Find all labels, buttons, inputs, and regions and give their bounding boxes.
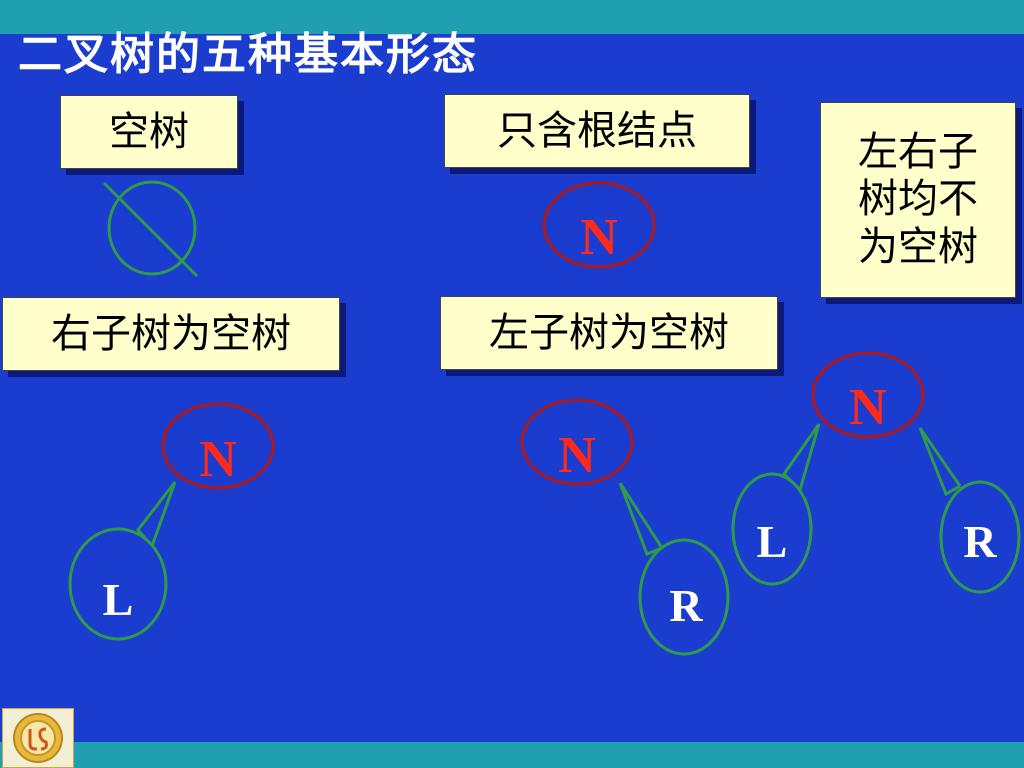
label-root-only: 只含根结点	[444, 94, 750, 168]
label-right-empty: 右子树为空树	[2, 297, 340, 371]
school-logo	[2, 708, 74, 768]
tree-right-empty-root	[161, 402, 275, 490]
edge-n-r-right-b	[618, 482, 664, 549]
tree-both-root	[811, 351, 925, 439]
tree-left-empty-root	[520, 398, 634, 486]
tree-right-empty-root-label: N	[199, 431, 237, 488]
empty-set-icon	[102, 180, 199, 278]
slide-title: 二叉树的五种基本形态	[18, 29, 478, 80]
label-both-subtrees-line-3: 为空树	[858, 223, 978, 270]
root-only-node-label: N	[580, 209, 618, 266]
root-only-node: N	[542, 181, 656, 269]
tree-left-empty-root-label: N	[558, 427, 596, 484]
top-band	[0, 0, 1024, 34]
edge-full-right-b	[918, 427, 962, 487]
tree-both-subtrees: N L R	[731, 351, 1021, 594]
label-both-subtrees: 左右子 树均不 为空树	[820, 102, 1016, 298]
tree-both-left-child	[731, 472, 813, 586]
tree-both-right-child	[939, 480, 1021, 594]
tree-right-empty: N L	[68, 402, 275, 641]
label-empty-tree: 空树	[60, 95, 238, 169]
tree-left-empty: N R	[520, 398, 730, 656]
label-both-subtrees-line-1: 左右子	[858, 129, 978, 176]
bottom-band	[0, 742, 1024, 768]
edge-full-left-b	[798, 423, 821, 491]
tree-right-empty-left-child	[68, 527, 168, 641]
tree-right-empty-left-label: L	[103, 574, 134, 625]
label-left-empty: 左子树为空树	[440, 296, 778, 370]
tree-left-empty-right-child	[638, 538, 730, 656]
tree-both-left-label: L	[757, 516, 788, 567]
tree-left-empty-right-label: R	[669, 580, 703, 631]
tree-both-right-label: R	[963, 516, 997, 567]
label-both-subtrees-line-2: 树均不	[858, 176, 978, 223]
edge-n-l-left-b	[150, 481, 177, 547]
edge-full-right	[918, 427, 961, 497]
tree-both-root-label: N	[849, 379, 887, 436]
